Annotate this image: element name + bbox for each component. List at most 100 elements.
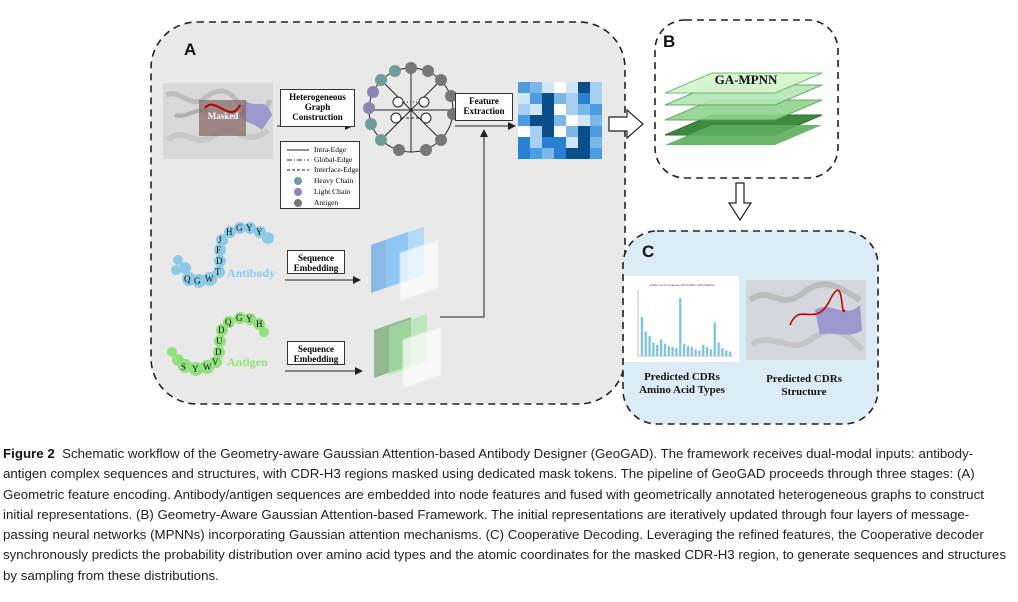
bar (690, 347, 693, 356)
graph-legend: Intra-Edge Global-Edge Interface-Edge He… (280, 141, 360, 209)
bar (663, 343, 667, 356)
antigen-residue: U (216, 336, 223, 346)
antibody-residue: F (216, 245, 222, 255)
masked-label: Masked (207, 111, 239, 121)
heatmap-cell (530, 126, 542, 137)
heatmap-cell (578, 115, 590, 126)
antigen-residue: G (236, 313, 243, 323)
figure: A B C Masked Heterogeneous Graph Constru… (150, 19, 879, 425)
antigen-residue: V (212, 357, 219, 367)
caption-amino-acid-types: Predicted CDRs Amino Acid Types (626, 371, 738, 397)
bar (656, 344, 659, 356)
feature-heatmap (518, 82, 602, 159)
bar (698, 350, 701, 356)
heatmap-cell (566, 82, 578, 93)
figure-caption-label: Figure 2 (3, 446, 55, 461)
heatmap-cell (566, 115, 578, 126)
antigen-residue: D (218, 325, 225, 335)
bar (675, 348, 678, 356)
heatmap-cell (590, 82, 602, 93)
legend-intra-edge: Intra-Edge (287, 145, 347, 154)
heatmap-cell (542, 137, 554, 148)
antibody-sequence-chain (171, 222, 274, 288)
heatmap-cell (530, 104, 542, 115)
heatmap-cell (578, 82, 590, 93)
bar (682, 343, 686, 356)
seq-box-line: Sequence (298, 253, 334, 263)
heatmap-cell (518, 126, 530, 137)
bar (705, 347, 709, 356)
bar (671, 347, 674, 356)
heatmap-cell (542, 115, 554, 126)
antibody-residue: Q (184, 274, 191, 284)
heatmap-cell (518, 93, 530, 104)
heatmap-cell (578, 93, 590, 104)
antibody-residue: G (236, 223, 243, 233)
heatmap-cell (578, 126, 590, 137)
bar (721, 348, 724, 356)
heatmap-cell (542, 82, 554, 93)
legend-global-edge: Global-Edge (287, 155, 353, 164)
caption-line: Amino Acid Types (639, 384, 725, 396)
heatmap-cell (554, 115, 566, 126)
bar (728, 351, 732, 356)
heatmap-cell (590, 126, 602, 137)
bar (648, 335, 651, 356)
graph-construction-box: Heterogeneous Graph Construction (280, 89, 355, 127)
caption-line: Predicted CDRs (644, 371, 720, 383)
caption-line: Structure (781, 386, 827, 398)
antigen-residue: H (256, 319, 263, 329)
antigen-embedding-layers (374, 314, 442, 389)
antibody-residue: J (218, 235, 222, 245)
bar (686, 345, 690, 356)
antibody-residue: T (215, 267, 221, 277)
heatmap-cell (542, 93, 554, 104)
heatmap-cell (578, 104, 590, 115)
heatmap-cell (578, 148, 590, 159)
bar-chart-frame (624, 276, 739, 362)
predicted-structure-image (746, 280, 866, 360)
antibody-residue: G (194, 276, 201, 286)
heatmap-cell (566, 137, 578, 148)
heatmap-cell (590, 104, 602, 115)
bar-chart-title: Amino Acid Sequence Probability Distribu… (649, 283, 715, 287)
heatmap-cell (518, 137, 530, 148)
bar (667, 345, 670, 356)
heterogeneous-graph (363, 62, 459, 156)
antibody-residue: W (205, 274, 214, 284)
caption-line: Predicted CDRs (766, 373, 842, 385)
heatmap-cell (530, 137, 542, 148)
heatmap-cell (518, 115, 530, 126)
bar (725, 350, 728, 356)
bar (644, 331, 647, 356)
legend-heavy-chain: Heavy Chain (286, 176, 360, 186)
antigen-residue: Y (246, 314, 253, 324)
bar (717, 342, 720, 356)
figure-caption-text: Schematic workflow of the Geometry-aware… (3, 446, 1006, 583)
antibody-label: Antibody (227, 266, 276, 280)
heatmap-cell (518, 104, 530, 115)
heatmap-cell (554, 93, 566, 104)
seq-box-line: Sequence (298, 344, 334, 354)
figure-caption: Figure 2 Schematic workflow of the Geome… (3, 444, 1013, 586)
figure-graphics (150, 19, 879, 425)
arrow-b-to-c (727, 182, 753, 222)
heatmap-cell (554, 82, 566, 93)
heatmap-cell (590, 93, 602, 104)
legend-interface-edge: Interface-Edge (287, 165, 359, 174)
heatmap-cell (566, 104, 578, 115)
heatmap-cell (542, 148, 554, 159)
antibody-residue: H (226, 227, 233, 237)
bar (652, 342, 655, 356)
feature-box-line: Extraction (463, 106, 505, 116)
complex-structure-image (163, 83, 273, 159)
antigen-label: Antigen (227, 355, 268, 369)
graph-box-line: Heterogeneous (289, 92, 346, 102)
heatmap-cell (578, 137, 590, 148)
heatmap-cell (530, 93, 542, 104)
bar (702, 344, 705, 356)
bar (679, 298, 682, 356)
caption-structure: Predicted CDRs Structure (748, 373, 860, 399)
antibody-sequence-embedding-box: Sequence Embedding (287, 250, 345, 274)
heatmap-cell (554, 148, 566, 159)
